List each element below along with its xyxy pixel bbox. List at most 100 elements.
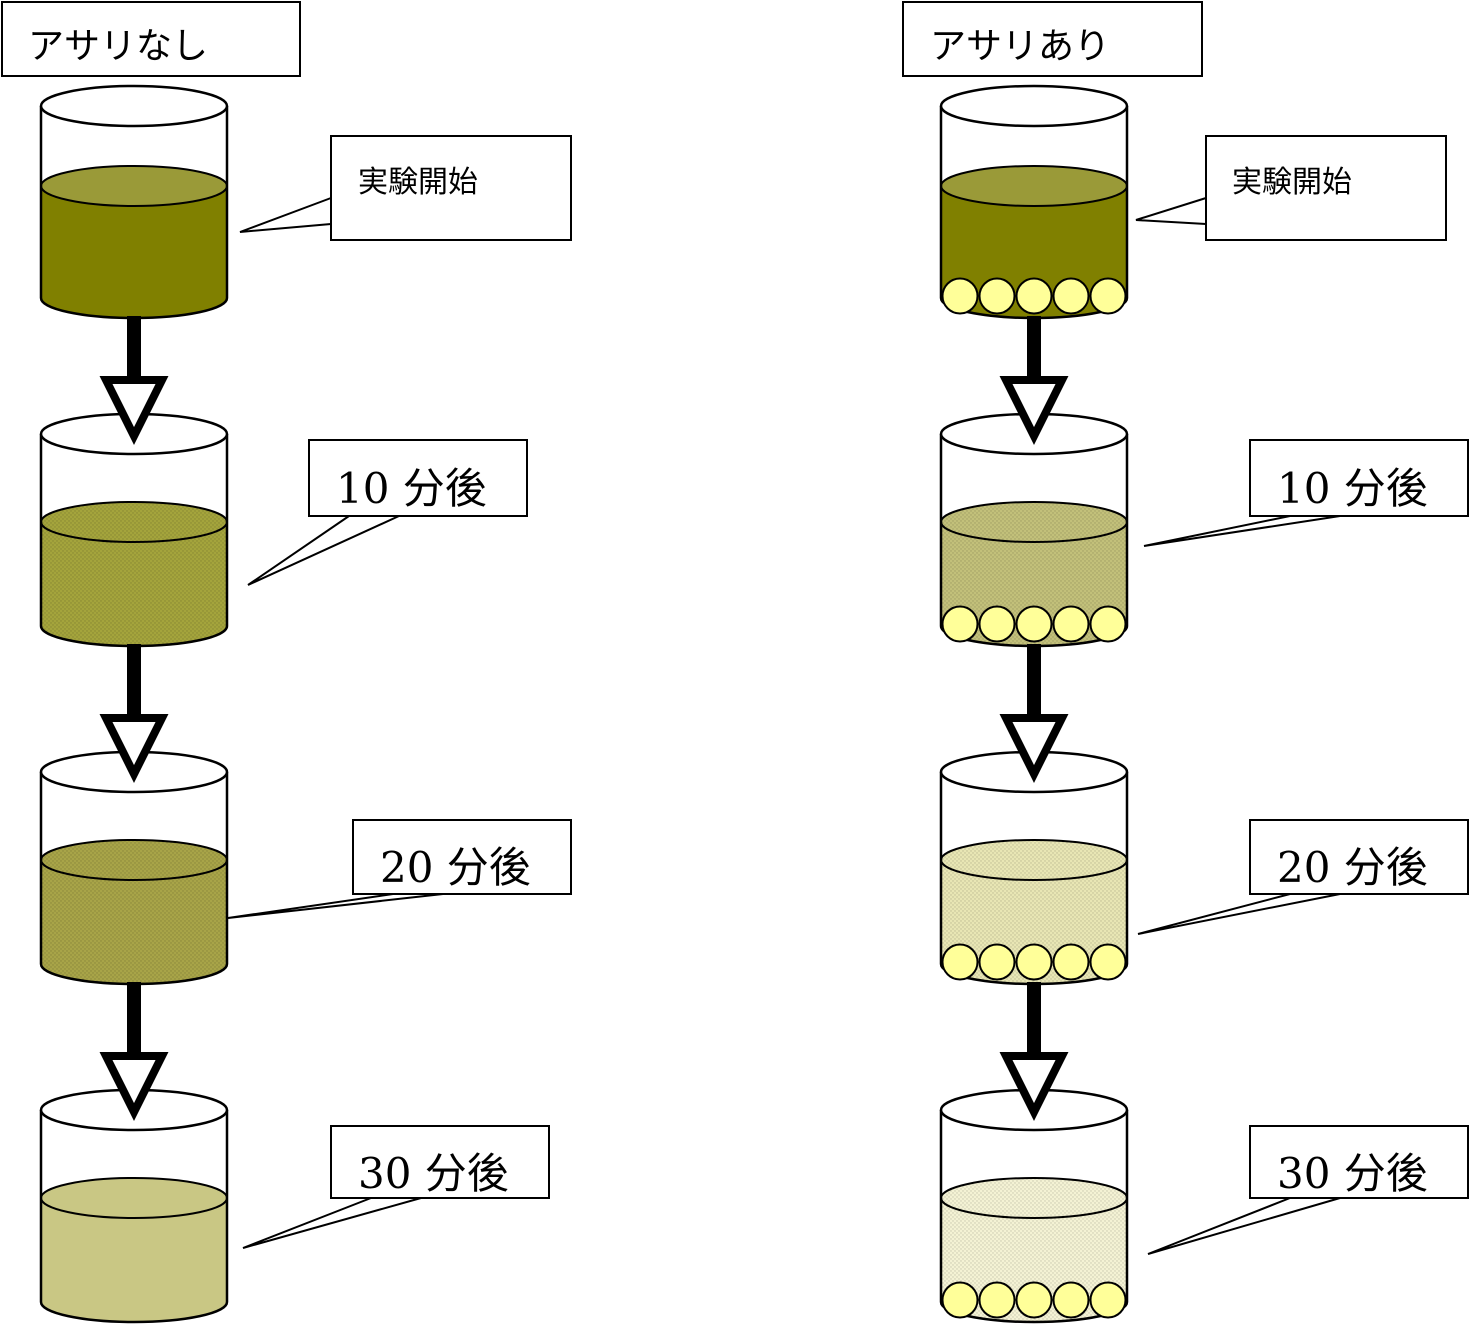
callout-label: 20 分後 bbox=[380, 843, 531, 892]
beaker-no-clams-1 bbox=[39, 412, 229, 648]
beaker-with-clams-1 bbox=[939, 412, 1129, 648]
clam bbox=[1015, 605, 1053, 643]
liquid-surface-texture bbox=[941, 502, 1127, 542]
callout-no-clams-2: 20 分後 bbox=[227, 819, 572, 919]
beaker-no-clams-3 bbox=[39, 1088, 229, 1324]
callout-pointer bbox=[1137, 893, 1341, 935]
callout-box bbox=[330, 1125, 550, 1199]
liquid-texture bbox=[41, 860, 227, 984]
callout-label: 実験開始 bbox=[1232, 165, 1352, 200]
arrow-head bbox=[999, 1052, 1069, 1121]
beaker-with-clams-2 bbox=[939, 750, 1129, 986]
clam bbox=[1015, 943, 1053, 981]
callout-box bbox=[330, 135, 572, 241]
callout-pointer bbox=[247, 515, 400, 586]
arrow-head bbox=[999, 714, 1069, 783]
arrow-no-clams-1 bbox=[99, 644, 169, 783]
arrows-layer bbox=[99, 316, 1069, 1121]
arrow-no-clams-0 bbox=[99, 316, 169, 445]
clam bbox=[941, 1281, 979, 1319]
arrow-head bbox=[999, 376, 1069, 445]
clam bbox=[1015, 277, 1053, 315]
arrow-shaft bbox=[127, 316, 141, 384]
callout-pointer bbox=[1135, 197, 1207, 225]
callout-label: 30 分後 bbox=[1277, 1149, 1428, 1198]
clam bbox=[1015, 1281, 1053, 1319]
callout-no-clams-3: 30 分後 bbox=[242, 1125, 550, 1249]
callout-label: 実験開始 bbox=[358, 165, 478, 200]
clam bbox=[978, 277, 1016, 315]
callout-pointer bbox=[239, 197, 332, 233]
clam bbox=[1052, 277, 1090, 315]
liquid-surface-texture bbox=[941, 1178, 1127, 1218]
liquid-surface-texture bbox=[41, 502, 227, 542]
column-title-no-clams-label: アサリなし bbox=[28, 26, 208, 67]
beaker-rim bbox=[939, 84, 1129, 128]
callout-with-clams-1: 10 分後 bbox=[1143, 439, 1469, 547]
liquid-texture bbox=[41, 522, 227, 646]
clam bbox=[1089, 943, 1127, 981]
liquid-surface bbox=[940, 165, 1128, 207]
arrow-shaft bbox=[127, 644, 141, 722]
beaker-bottom bbox=[39, 1301, 229, 1324]
arrow-shaft bbox=[1027, 644, 1041, 722]
arrow-with-clams-0 bbox=[999, 316, 1069, 445]
callout-pointer bbox=[1143, 515, 1341, 547]
arrow-shaft bbox=[1027, 316, 1041, 384]
callout-pointer bbox=[227, 893, 444, 919]
arrow-head bbox=[99, 376, 169, 445]
clam bbox=[941, 277, 979, 315]
callout-box bbox=[1249, 439, 1469, 517]
arrow-shaft bbox=[1027, 982, 1041, 1060]
arrow-head bbox=[99, 1052, 169, 1121]
arrow-with-clams-1 bbox=[999, 644, 1069, 783]
callout-with-clams-3: 30 分後 bbox=[1147, 1125, 1469, 1255]
column-title-with-clams: アサリあり bbox=[902, 1, 1203, 77]
clam bbox=[1052, 1281, 1090, 1319]
clam bbox=[1089, 1281, 1127, 1319]
liquid-body bbox=[41, 1198, 227, 1322]
callout-no-clams-1: 10 分後 bbox=[247, 439, 528, 586]
callout-label: 30 分後 bbox=[358, 1149, 509, 1198]
callout-pointer bbox=[242, 1197, 422, 1249]
callout-box bbox=[1249, 819, 1469, 895]
callout-with-clams-0: 実験開始 bbox=[1135, 135, 1447, 241]
beakers-layer bbox=[39, 84, 1129, 1324]
callout-no-clams-0: 実験開始 bbox=[239, 135, 572, 241]
beaker-no-clams-2 bbox=[39, 750, 229, 986]
callout-label: 20 分後 bbox=[1277, 843, 1428, 892]
arrow-head bbox=[99, 714, 169, 783]
beaker-no-clams-0 bbox=[39, 84, 229, 320]
clam bbox=[941, 943, 979, 981]
clam bbox=[1052, 943, 1090, 981]
liquid-surface bbox=[40, 1177, 228, 1219]
arrow-shaft bbox=[127, 982, 141, 1060]
callout-label: 10 分後 bbox=[1277, 464, 1428, 513]
beaker-with-clams-3 bbox=[939, 1088, 1129, 1324]
callout-box bbox=[308, 439, 528, 517]
beaker-with-clams-0 bbox=[939, 84, 1129, 320]
callout-pointer bbox=[1147, 1197, 1341, 1255]
clam bbox=[978, 605, 1016, 643]
clam bbox=[978, 1281, 1016, 1319]
clam bbox=[978, 943, 1016, 981]
liquid-body bbox=[41, 186, 227, 318]
arrow-with-clams-2 bbox=[999, 982, 1069, 1121]
beaker-rim bbox=[39, 84, 229, 128]
callout-with-clams-2: 20 分後 bbox=[1137, 819, 1469, 935]
clam bbox=[1089, 277, 1127, 315]
clam bbox=[941, 605, 979, 643]
callout-label: 10 分後 bbox=[336, 464, 487, 513]
liquid-surface-texture bbox=[941, 840, 1127, 880]
callout-box bbox=[1249, 1125, 1469, 1199]
callout-box bbox=[1205, 135, 1447, 241]
clam bbox=[1089, 605, 1127, 643]
callout-box bbox=[352, 819, 572, 895]
callouts-layer: 実験開始 10 分後 20 分後 30 分後 実験開始 10 分後 20 分後 30 分後 bbox=[227, 135, 1469, 1255]
column-title-no-clams: アサリなし bbox=[1, 1, 301, 77]
liquid-surface-texture bbox=[41, 840, 227, 880]
clam bbox=[1052, 605, 1090, 643]
column-title-with-clams-label: アサリあり bbox=[930, 26, 1110, 67]
arrow-no-clams-2 bbox=[99, 982, 169, 1121]
